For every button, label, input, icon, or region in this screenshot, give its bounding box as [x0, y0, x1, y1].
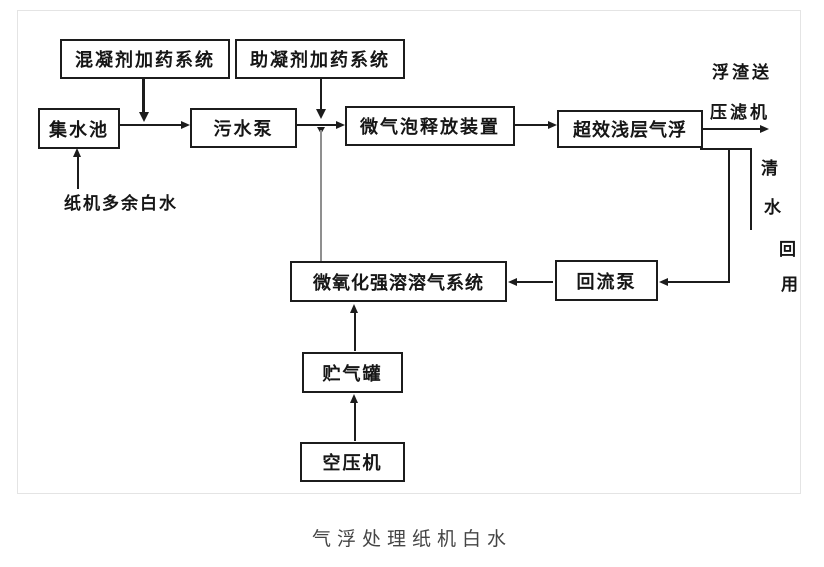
- line-coagulant-down: [142, 79, 145, 114]
- line-dissolved-air-to-junction: [320, 130, 322, 261]
- arrow-right-into-sewage-pump-icon: [181, 121, 190, 129]
- node-reflux-pump: 回流泵: [555, 260, 658, 301]
- arrow-down-coagulant-aid-icon: [316, 109, 326, 119]
- label-clear-water-2: 水: [764, 198, 784, 217]
- label-reuse-1: 回: [779, 240, 799, 259]
- line-clearwater-to-refluxpump: [728, 148, 730, 283]
- line-compressor-to-tank: [354, 402, 356, 441]
- node-coagulant-aid-dosing-system: 助凝剂加药系统: [235, 39, 405, 79]
- arrow-down-coagulant-icon: [139, 112, 149, 122]
- line-pump-to-junction: [297, 124, 336, 126]
- arrow-right-into-bubble-release-icon: [336, 121, 345, 129]
- node-gas-storage-tank: 贮气罐: [302, 352, 403, 393]
- line-coagulant-aid-down: [320, 79, 322, 111]
- arrow-left-into-oxidation-icon: [508, 278, 517, 286]
- arrow-up-into-pool-icon: [73, 148, 81, 157]
- line-scum-out: [703, 128, 760, 130]
- arrow-up-into-tank-icon: [350, 394, 358, 403]
- line-refluxpump-to-oxidation: [517, 281, 553, 283]
- node-air-compressor: 空压机: [300, 442, 405, 482]
- line-tank-to-oxidation: [354, 312, 356, 351]
- node-oxidation-dissolved-air-system: 微氧化强溶溶气系统: [290, 261, 507, 302]
- line-flotation-bottom: [700, 148, 752, 150]
- line-whitewater-in: [77, 156, 79, 189]
- arrow-right-into-flotation-icon: [548, 121, 557, 129]
- node-microbubble-release-device: 微气泡释放装置: [345, 106, 515, 146]
- label-whitewater-in: 纸机多余白水: [64, 194, 178, 213]
- line-clearwater-reuse: [750, 148, 752, 230]
- node-sewage-pump: 污水泵: [190, 108, 297, 148]
- label-scum-line2: 压滤机: [710, 103, 770, 122]
- line-release-to-flotation: [515, 124, 548, 126]
- diagram-panel: [17, 10, 801, 494]
- label-reuse-2: 用: [781, 275, 801, 294]
- diagram-caption: 气浮处理纸机白水: [311, 529, 512, 550]
- line-pool-to-pump: [120, 124, 182, 126]
- label-scum-line1: 浮渣送: [712, 63, 772, 82]
- arrow-left-into-reflux-pump-icon: [659, 278, 668, 286]
- node-coagulant-dosing-system: 混凝剂加药系统: [60, 39, 230, 79]
- line-into-reflux-pump: [668, 281, 730, 283]
- node-shallow-air-flotation: 超效浅层气浮: [557, 110, 703, 148]
- arrow-right-scum-icon: [760, 125, 769, 133]
- arrow-up-into-oxidation-icon: [350, 304, 358, 313]
- label-clear-water-1: 清: [761, 159, 781, 178]
- node-collection-pool: 集水池: [38, 108, 120, 149]
